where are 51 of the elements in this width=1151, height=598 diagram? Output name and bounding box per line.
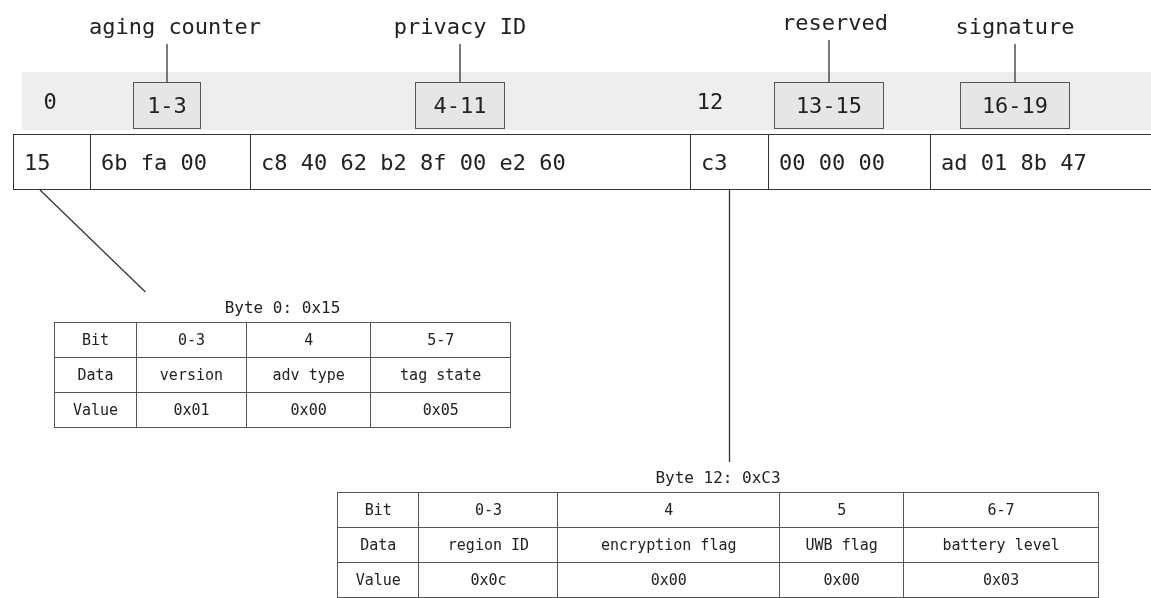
byte-cell: 00 00 00 [768,134,931,190]
field-name: signature [935,8,1095,44]
table-cell: 0x00 [779,562,904,598]
table-cell: encryption flag [557,527,780,563]
index-box: 16-19 [960,82,1070,129]
field-name: aging counter [85,8,265,44]
table-cell: tag state [371,357,511,393]
leader-line [459,43,461,83]
table-cell: 0x00 [557,562,780,598]
table-cell: 5-7 [371,322,511,358]
leader-line [828,39,830,83]
leader-line [166,43,168,83]
table-cell: 6-7 [903,492,1099,528]
table-cell: version [136,357,247,393]
table-cell: 0x00 [246,392,371,428]
table-cell: 5 [779,492,904,528]
table-cell: UWB flag [779,527,904,563]
index-box: 4-11 [415,82,505,129]
table-cell: battery level [903,527,1099,563]
table-cell: 0x01 [136,392,247,428]
leader-line [39,189,147,293]
field-name: privacy ID [370,8,550,44]
row-header-cell: Data [54,357,137,393]
leader-line [728,189,731,463]
table-cell: 0-3 [418,492,558,528]
index-box: 1-3 [133,82,201,129]
row-header-cell: Bit [337,492,419,528]
table-caption: Byte 12: 0xC3 [654,466,782,489]
table-cell: 0x0c [418,562,558,598]
row-header-cell: Bit [54,322,137,358]
table-cell: 4 [246,322,371,358]
table-cell: adv type [246,357,371,393]
table-cell: 0-3 [136,322,247,358]
leader-line [1014,43,1016,83]
table-cell: 0x05 [371,392,511,428]
byte-cell: ad 01 8b 47 [930,134,1151,190]
index-box: 13-15 [774,82,884,129]
byte-cell: c8 40 62 b2 8f 00 e2 60 [250,134,691,190]
row-header-cell: Data [337,527,419,563]
table-cell: region ID [418,527,558,563]
table-cell: 4 [557,492,780,528]
field-name: reserved [760,4,910,40]
row-header-cell: Value [54,392,137,428]
table-cell: 0x03 [903,562,1099,598]
byte-index: 0 [42,87,58,116]
row-header-cell: Value [337,562,419,598]
byte-cell: 6b fa 00 [90,134,251,190]
byte-index: 12 [695,87,725,116]
byte-cell: c3 [690,134,769,190]
byte-cell: 15 [13,134,91,190]
table-caption: Byte 0: 0x15 [223,296,342,319]
